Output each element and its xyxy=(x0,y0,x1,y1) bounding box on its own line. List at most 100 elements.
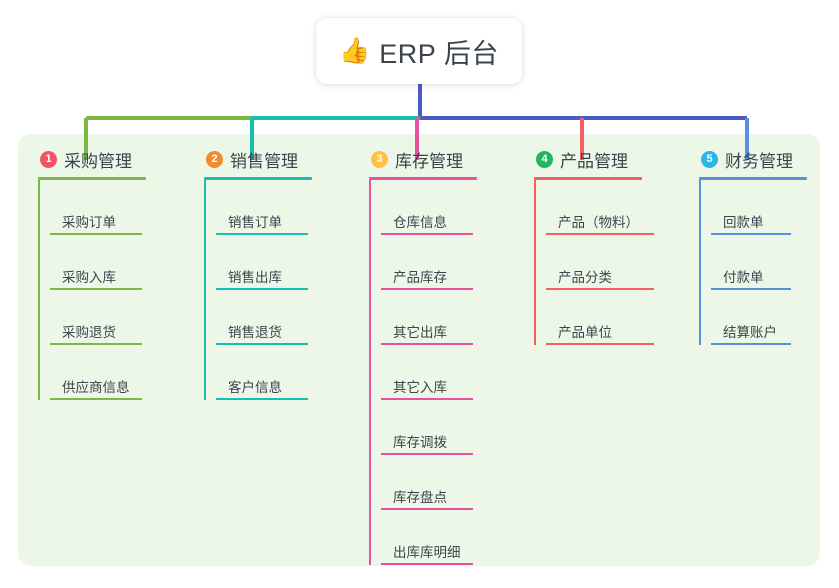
branch-child-label: 采购退货 xyxy=(62,325,116,340)
branch-child-underline xyxy=(381,508,473,510)
branch-child-underline xyxy=(216,398,308,400)
branch-child-label: 销售订单 xyxy=(228,215,282,230)
branch-child-underline xyxy=(381,233,473,235)
branch-child-item[interactable]: 客户信息 xyxy=(216,345,312,400)
branch-child-item[interactable]: 销售退货 xyxy=(216,290,312,345)
branch-child-item[interactable]: 其它出库 xyxy=(381,290,477,345)
branch-spine-5 xyxy=(699,180,701,345)
branch-title-3: 库存管理 xyxy=(395,151,463,171)
branch-child-label: 库存盘点 xyxy=(393,490,447,505)
branch-column-1: 1 采购管理采购订单采购入库采购退货供应商信息 xyxy=(38,146,146,400)
branch-child-underline xyxy=(381,453,473,455)
branch-child-underline xyxy=(50,233,142,235)
branch-child-item[interactable]: 采购订单 xyxy=(50,180,146,235)
branch-stub-2 xyxy=(250,118,254,160)
branch-underline-5 xyxy=(699,177,807,180)
branch-child-label: 出库库明细 xyxy=(393,545,461,560)
branch-badge-1: 1 xyxy=(40,150,57,168)
bus-segment-1 xyxy=(86,116,252,120)
branch-child-label: 客户信息 xyxy=(228,380,282,395)
branch-title-4: 产品管理 xyxy=(560,151,628,171)
branch-title-1: 采购管理 xyxy=(64,151,132,171)
branch-underline-3 xyxy=(369,177,477,180)
branch-header-1[interactable]: 1 采购管理 xyxy=(38,146,146,172)
root-title: ERP 后台 xyxy=(379,38,499,69)
branch-header-3[interactable]: 3 库存管理 xyxy=(369,146,477,172)
branch-child-label: 其它出库 xyxy=(393,325,447,340)
branch-stub-5 xyxy=(745,118,749,160)
branch-child-underline xyxy=(381,398,473,400)
branch-badge-5: 5 xyxy=(701,150,718,168)
branch-header-5[interactable]: 5 财务管理 xyxy=(699,146,807,172)
branch-title-5: 财务管理 xyxy=(725,151,793,171)
branch-children-1: 采购订单采购入库采购退货供应商信息 xyxy=(38,180,146,400)
branch-child-label: 销售退货 xyxy=(228,325,282,340)
branch-child-underline xyxy=(546,288,654,290)
branch-child-label: 产品分类 xyxy=(558,270,612,285)
branch-underline-1 xyxy=(38,177,146,180)
branch-child-item[interactable]: 库存盘点 xyxy=(381,455,477,510)
branch-child-item[interactable]: 库存调拨 xyxy=(381,400,477,455)
branch-child-label: 采购订单 xyxy=(62,215,116,230)
branch-badge-3: 3 xyxy=(371,150,388,168)
branch-child-label: 销售出库 xyxy=(228,270,282,285)
branch-child-item[interactable]: 其它入库 xyxy=(381,345,477,400)
root-node[interactable]: 👍 ERP 后台 xyxy=(316,18,522,84)
branch-child-item[interactable]: 采购退货 xyxy=(50,290,146,345)
branch-stub-1 xyxy=(84,118,88,160)
branch-child-label: 付款单 xyxy=(723,270,764,285)
branch-child-item[interactable]: 产品分类 xyxy=(546,235,654,290)
branch-children-4: 产品（物料） 产品分类产品单位 xyxy=(534,180,654,345)
branch-child-label: 结算账户 xyxy=(723,325,777,340)
branch-child-item[interactable]: 产品单位 xyxy=(546,290,654,345)
branch-child-underline xyxy=(711,233,791,235)
branch-children-5: 回款单付款单结算账户 xyxy=(699,180,807,345)
branch-child-underline xyxy=(381,288,473,290)
branch-child-label: 回款单 xyxy=(723,215,764,230)
branch-child-item[interactable]: 产品库存 xyxy=(381,235,477,290)
branch-badge-2: 2 xyxy=(206,150,223,168)
branch-child-item[interactable]: 采购入库 xyxy=(50,235,146,290)
branch-child-item[interactable]: 结算账户 xyxy=(711,290,807,345)
branch-children-2: 销售订单销售出库销售退货客户信息 xyxy=(204,180,312,400)
branch-spine-3 xyxy=(369,180,371,565)
branch-child-underline xyxy=(381,563,473,565)
branch-column-3: 3 库存管理仓库信息产品库存其它出库其它入库库存调拨库存盘点出库库明细 xyxy=(369,146,477,565)
branch-child-item[interactable]: 仓库信息 xyxy=(381,180,477,235)
branch-child-underline xyxy=(216,343,308,345)
branch-child-item[interactable]: 出库库明细 xyxy=(381,510,477,565)
branch-header-2[interactable]: 2 销售管理 xyxy=(204,146,312,172)
branch-child-item[interactable]: 付款单 xyxy=(711,235,807,290)
branch-child-underline xyxy=(216,288,308,290)
branch-child-underline xyxy=(546,343,654,345)
branch-child-label: 产品库存 xyxy=(393,270,447,285)
branch-underline-2 xyxy=(204,177,312,180)
root-drop-connector xyxy=(418,84,422,118)
branch-child-item[interactable]: 销售订单 xyxy=(216,180,312,235)
branch-spine-4 xyxy=(534,180,536,345)
mindmap-panel xyxy=(18,134,820,566)
branch-child-label: 供应商信息 xyxy=(62,380,130,395)
branch-child-item[interactable]: 产品（物料） xyxy=(546,180,654,235)
branch-child-item[interactable]: 销售出库 xyxy=(216,235,312,290)
branch-stub-3 xyxy=(415,118,419,160)
branch-underline-4 xyxy=(534,177,642,180)
branch-child-label: 仓库信息 xyxy=(393,215,447,230)
branch-child-label: 库存调拨 xyxy=(393,435,447,450)
branch-child-label: 其它入库 xyxy=(393,380,447,395)
thumbs-up-icon: 👍 xyxy=(339,36,371,65)
branch-child-underline xyxy=(381,343,473,345)
branch-spine-2 xyxy=(204,180,206,400)
branch-child-underline xyxy=(50,288,142,290)
branch-child-underline xyxy=(50,398,142,400)
branch-child-item[interactable]: 回款单 xyxy=(711,180,807,235)
branch-child-label: 采购入库 xyxy=(62,270,116,285)
branch-child-underline xyxy=(711,343,791,345)
branch-child-label: 产品（物料） xyxy=(558,215,639,230)
branch-column-2: 2 销售管理销售订单销售出库销售退货客户信息 xyxy=(204,146,312,400)
branch-child-underline xyxy=(216,233,308,235)
branch-children-3: 仓库信息产品库存其它出库其它入库库存调拨库存盘点出库库明细 xyxy=(369,180,477,565)
branch-title-2: 销售管理 xyxy=(230,151,298,171)
branch-child-item[interactable]: 供应商信息 xyxy=(50,345,146,400)
